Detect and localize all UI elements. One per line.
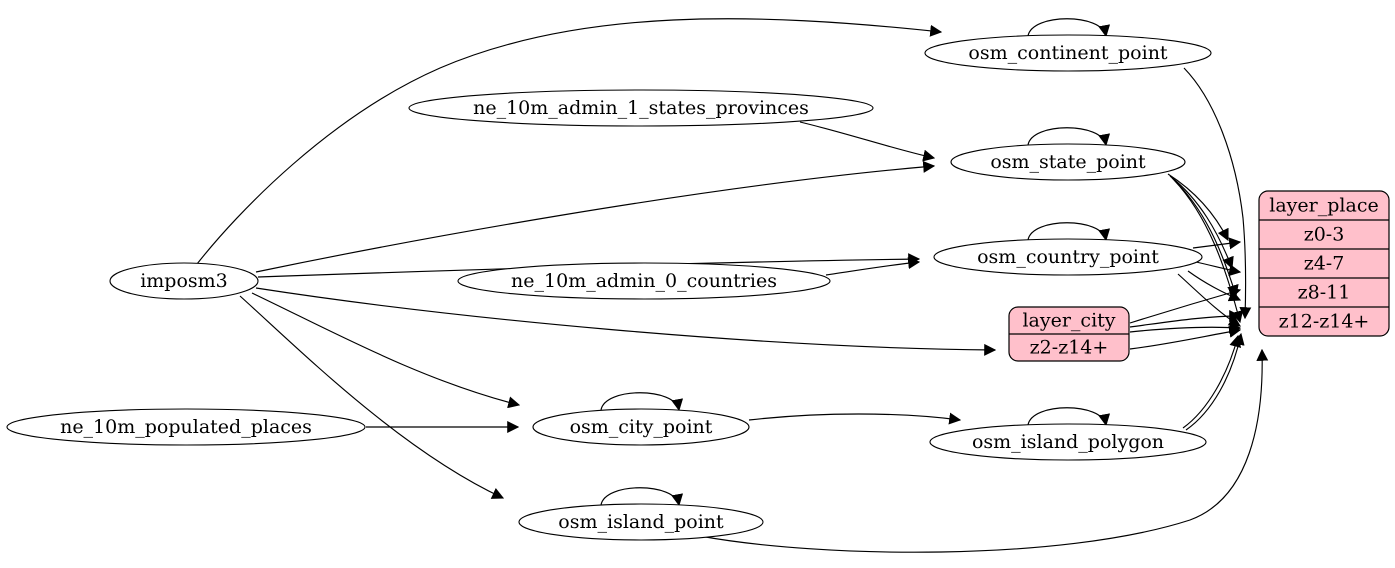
table-node-osm_country_point[interactable]: osm_country_point — [933, 238, 1203, 276]
table-node-osm_island_polygon[interactable]: osm_island_polygon — [929, 423, 1207, 461]
nodes-layer: imposm3 ne_10m_admin_1_states_provincesne… — [6, 34, 1212, 541]
layer-row-z4-7[interactable]: z4-7 — [1304, 253, 1345, 275]
source-node-ne_10m_admin_1_states_provinces[interactable]: ne_10m_admin_1_states_provinces — [408, 89, 874, 127]
table-node-osm_city_point[interactable]: osm_city_point — [532, 408, 750, 446]
edge-osm_state_point-to-layer_place — [1173, 179, 1244, 324]
table-node-osm_continent_point[interactable]: osm_continent_point — [924, 34, 1212, 72]
layer-node-layer_place[interactable]: layer_place z0-3 z4-7 z8-11 z12-z14+ — [1258, 190, 1390, 337]
layer-node-layer_city[interactable]: layer_city z2-z14+ — [1008, 306, 1130, 362]
edge-osm_country_point-to-layer_place — [1195, 261, 1242, 277]
ellipse-shape — [6, 408, 366, 446]
edge-layer_city-to-layer_place — [1129, 321, 1242, 334]
source-node-imposm3[interactable]: imposm3 — [109, 262, 259, 300]
source-node-ne_10m_admin_0_countries[interactable]: ne_10m_admin_0_countries — [457, 262, 831, 300]
self-loops-layer — [600, 18, 1111, 507]
ellipse-shape — [109, 262, 259, 300]
node-label: osm_state_point — [990, 151, 1146, 173]
edge-ne_10m_admin_0_countries-to-osm_country_point — [825, 257, 921, 276]
edge-osm_island_point-to-layer_place — [699, 348, 1269, 553]
node-label: osm_island_point — [558, 511, 724, 533]
self-loop-osm_island_polygon — [1027, 407, 1111, 427]
self-loop-osm_state_point — [1027, 127, 1111, 147]
layer-row-z2-z14+[interactable]: z2-z14+ — [1030, 337, 1109, 359]
edge-layer_city-to-layer_place — [1129, 310, 1242, 328]
edge-osm_city_point-to-osm_island_polygon — [748, 412, 962, 425]
edge-imposm3-to-osm_city_point — [251, 292, 521, 409]
ellipse-shape — [929, 423, 1207, 461]
layer-row-z12-z14+[interactable]: z12-z14+ — [1279, 311, 1370, 333]
record-nodes-layer: layer_city z2-z14+ layer_place z0-3 z4-7 z8-1… — [1008, 190, 1390, 362]
node-label: ne_10m_populated_places — [60, 416, 312, 438]
edges-layer — [196, 18, 1269, 553]
ellipse-shape — [532, 408, 750, 446]
ellipse-shape — [457, 262, 831, 300]
edge-ne_10m_admin_1_states_provinces-to-osm_state_point — [799, 121, 936, 162]
source-node-ne_10m_populated_places[interactable]: ne_10m_populated_places — [6, 408, 366, 446]
ellipse-shape — [933, 238, 1203, 276]
edge-imposm3-to-osm_state_point — [255, 160, 936, 273]
ellipse-shape — [408, 89, 874, 127]
layer-row-z0-3[interactable]: z0-3 — [1304, 224, 1345, 246]
layer-row-z8-11[interactable]: z8-11 — [1298, 282, 1351, 304]
self-loop-osm_island_point — [600, 487, 684, 507]
node-label: osm_country_point — [977, 246, 1159, 268]
edge-imposm3-to-layer_city — [255, 287, 997, 356]
self-loop-osm_country_point — [1027, 222, 1111, 242]
node-label: osm_island_polygon — [972, 431, 1164, 453]
self-loop-osm_city_point — [600, 392, 684, 412]
edge-imposm3-to-osm_continent_point — [196, 18, 943, 265]
layer-header-label: layer_place — [1269, 195, 1378, 217]
edge-osm_country_point-to-layer_place — [1192, 237, 1242, 250]
edge-osm_continent_point-to-layer_place — [1183, 67, 1252, 320]
self-loop-osm_continent_point — [1027, 18, 1111, 38]
edge-layer_city-to-layer_place — [1129, 287, 1242, 324]
node-label: ne_10m_admin_1_states_provinces — [473, 97, 809, 119]
node-label: imposm3 — [140, 270, 228, 292]
table-node-osm_island_point[interactable]: osm_island_point — [518, 503, 764, 541]
node-label: osm_city_point — [570, 416, 713, 438]
layer-box-shape — [1258, 190, 1390, 337]
node-label: osm_continent_point — [968, 42, 1168, 64]
node-label: ne_10m_admin_0_countries — [511, 270, 777, 292]
edge-imposm3-to-osm_island_point — [239, 295, 505, 499]
edge-osm_island_polygon-to-layer_place — [1182, 334, 1242, 429]
layer-header-label: layer_city — [1022, 310, 1115, 332]
table-node-osm_state_point[interactable]: osm_state_point — [950, 143, 1186, 181]
edge-osm_state_point-to-layer_place — [1169, 175, 1234, 270]
edge-layer_city-to-layer_place — [1129, 325, 1242, 350]
edge-osm_island_polygon-to-layer_place — [1185, 332, 1245, 431]
ellipse-shape — [924, 34, 1212, 72]
ellipse-shape — [950, 143, 1186, 181]
edge-osm_country_point-to-layer_place — [1177, 273, 1242, 327]
ellipse-shape — [518, 503, 764, 541]
edge-osm_state_point-to-layer_place — [1167, 173, 1229, 242]
